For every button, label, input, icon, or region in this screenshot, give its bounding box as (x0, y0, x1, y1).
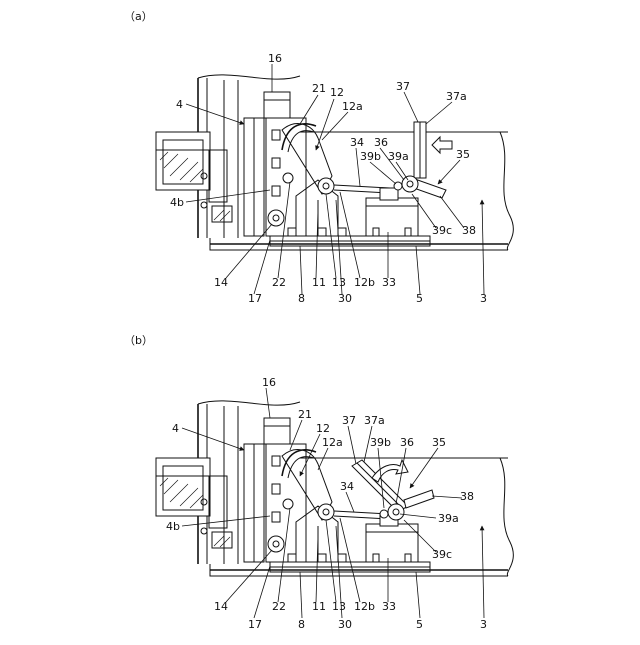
motion-arrow (372, 460, 408, 482)
label-35: 35 (432, 436, 446, 449)
label-16: 16 (262, 376, 276, 389)
label-5: 5 (416, 618, 423, 631)
label-17: 17 (248, 292, 262, 305)
label-39a: 39a (388, 150, 409, 163)
label-12: 12 (316, 422, 330, 435)
lever-35 (404, 490, 434, 508)
label-11: 11 (312, 276, 326, 289)
label-37: 37 (396, 80, 410, 93)
label-12b: 12b (354, 600, 375, 613)
label-12a: 12a (342, 100, 363, 113)
sprocket-36 (388, 504, 404, 520)
label-4: 4 (172, 422, 179, 435)
figure-a: （a） 16 4 21 12 12a 37 37a 34 36 39b 39a … (124, 10, 513, 305)
label-14: 14 (214, 600, 228, 613)
sprocket-36 (402, 176, 418, 192)
label-13: 13 (332, 276, 346, 289)
label-16: 16 (268, 52, 282, 65)
pin-39b (380, 510, 388, 518)
label-37a: 37a (446, 90, 467, 103)
label-13: 13 (332, 600, 346, 613)
label-33: 33 (382, 276, 396, 289)
hose-21-inner (288, 131, 314, 152)
figure-b-caption: （b） (124, 334, 153, 347)
label-5: 5 (416, 292, 423, 305)
label-38: 38 (462, 224, 476, 237)
label-22: 22 (272, 276, 286, 289)
label-39c: 39c (432, 548, 452, 561)
label-39b: 39b (360, 150, 381, 163)
label-37a: 37a (364, 414, 385, 427)
figure-a-caption: （a） (124, 10, 153, 23)
label-30: 30 (338, 618, 352, 631)
label-17: 17 (248, 618, 262, 631)
figure-b: （b） 16 4 21 12 12a 37 37a 39b 36 35 34 3… (124, 334, 513, 631)
label-21: 21 (298, 408, 312, 421)
label-33: 33 (382, 600, 396, 613)
label-4: 4 (176, 98, 183, 111)
label-39a: 39a (438, 512, 459, 525)
label-38: 38 (460, 490, 474, 503)
hollow-arrow (432, 137, 452, 153)
label-3: 3 (480, 618, 487, 631)
label-34: 34 (350, 136, 364, 149)
label-12: 12 (330, 86, 344, 99)
label-22: 22 (272, 600, 286, 613)
label-4b: 4b (166, 520, 180, 533)
label-39b: 39b (370, 436, 391, 449)
label-21: 21 (312, 82, 326, 95)
label-11: 11 (312, 600, 326, 613)
figure-b-machine-drawing (156, 401, 513, 576)
label-8: 8 (298, 618, 305, 631)
label-4b: 4b (170, 196, 184, 209)
label-34: 34 (340, 480, 354, 493)
label-14: 14 (214, 276, 228, 289)
label-36: 36 (400, 436, 414, 449)
label-37: 37 (342, 414, 356, 427)
label-3: 3 (480, 292, 487, 305)
label-8: 8 (298, 292, 305, 305)
label-12a: 12a (322, 436, 343, 449)
label-36: 36 (374, 136, 388, 149)
label-35: 35 (456, 148, 470, 161)
label-12b: 12b (354, 276, 375, 289)
label-30: 30 (338, 292, 352, 305)
